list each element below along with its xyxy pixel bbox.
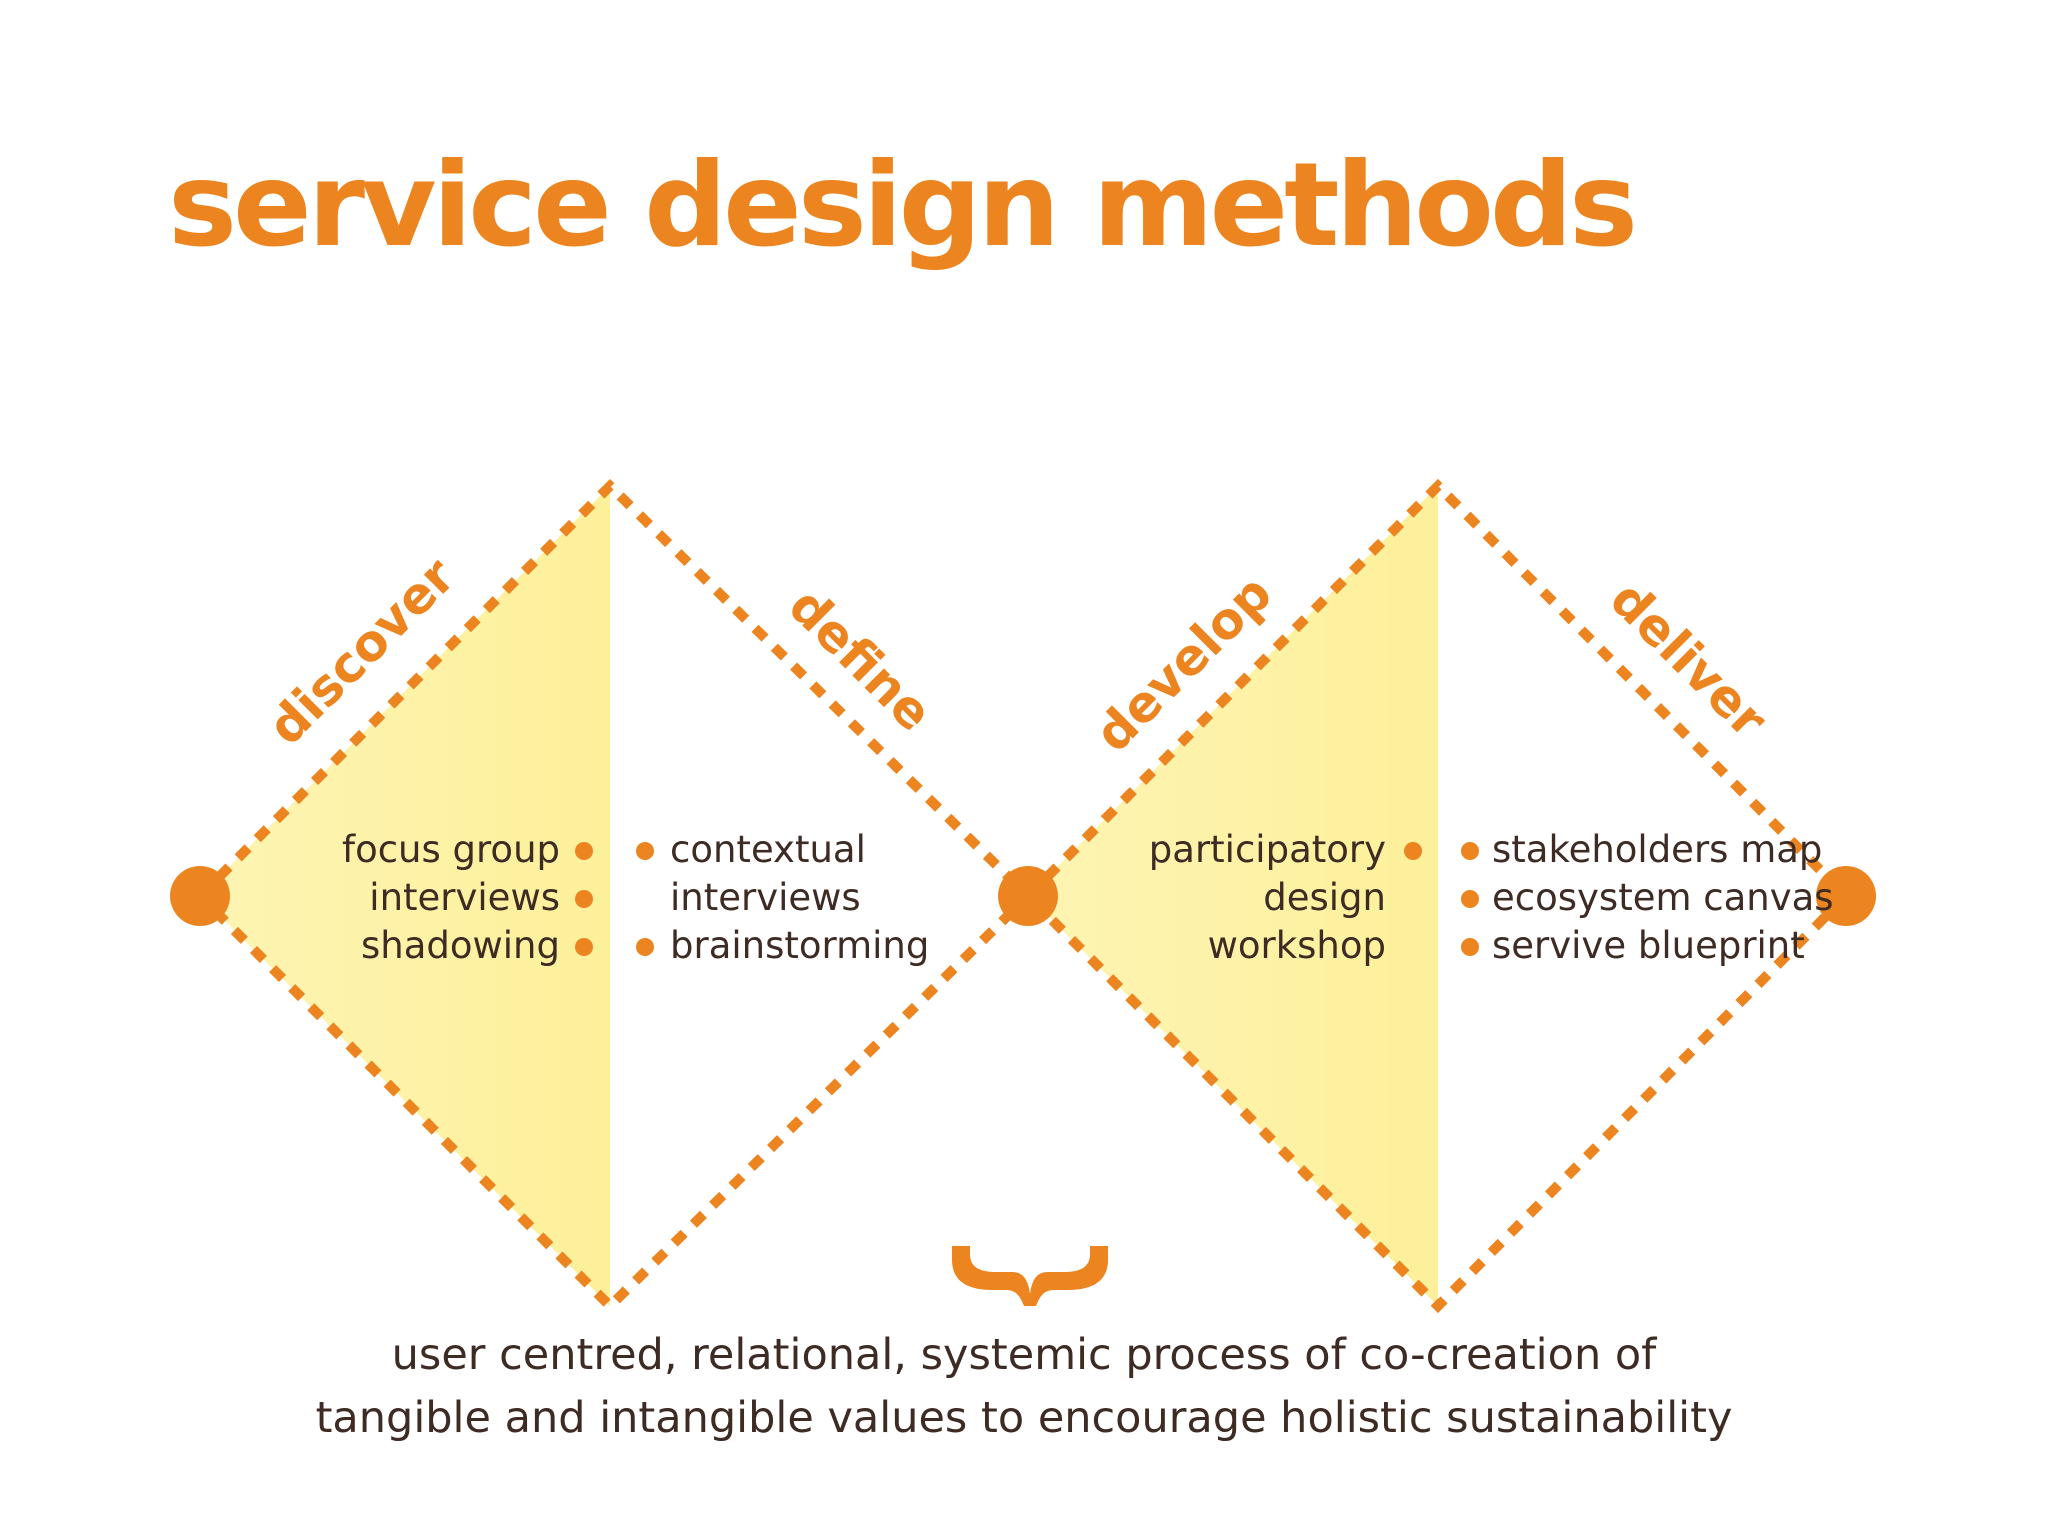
summary-line-2: tangible and intangible values to encour… bbox=[315, 1393, 1733, 1443]
page-title: service design methods bbox=[168, 138, 1638, 273]
method-item: workshop bbox=[1208, 924, 1386, 967]
phase-label-deliver: deliver bbox=[1599, 570, 1778, 749]
phase-label-define: define bbox=[778, 577, 944, 743]
bullet-dot bbox=[1461, 842, 1479, 860]
bullet-dot bbox=[636, 938, 654, 956]
method-item: interviews bbox=[369, 876, 560, 919]
deliver-methods: stakeholders map ecosystem canvas serviv… bbox=[1461, 828, 1834, 967]
develop-methods: participatory design workshop bbox=[1149, 828, 1422, 967]
bullet-dot bbox=[1404, 842, 1422, 860]
define-methods: contextual interviews brainstorming bbox=[636, 828, 929, 967]
discover-area bbox=[200, 486, 610, 1306]
bullet-dot bbox=[1461, 890, 1479, 908]
start-node bbox=[170, 866, 230, 926]
method-item: stakeholders map bbox=[1492, 828, 1822, 871]
bullet-dot bbox=[636, 842, 654, 860]
summary-line-1: user centred, relational, systemic proce… bbox=[391, 1330, 1657, 1380]
bullet-dot bbox=[1461, 938, 1479, 956]
method-item: contextual bbox=[670, 828, 866, 871]
middle-node bbox=[998, 866, 1058, 926]
bullet-dot bbox=[575, 890, 593, 908]
end-node bbox=[1816, 866, 1876, 926]
method-item: participatory bbox=[1149, 828, 1386, 871]
curly-brace-icon bbox=[952, 1246, 1108, 1306]
bullet-dot bbox=[575, 938, 593, 956]
method-item: ecosystem canvas bbox=[1492, 876, 1834, 919]
method-item: shadowing bbox=[361, 924, 560, 967]
develop-area bbox=[1028, 486, 1438, 1306]
second-diamond-outline bbox=[1020, 478, 1854, 1314]
method-item: interviews bbox=[670, 876, 861, 919]
method-item: design bbox=[1263, 876, 1386, 919]
bullet-dot bbox=[575, 842, 593, 860]
discover-methods: focus group interviews shadowing bbox=[342, 828, 593, 967]
method-item: focus group bbox=[342, 828, 560, 871]
method-item: brainstorming bbox=[670, 924, 929, 967]
method-item: servive blueprint bbox=[1492, 924, 1805, 967]
